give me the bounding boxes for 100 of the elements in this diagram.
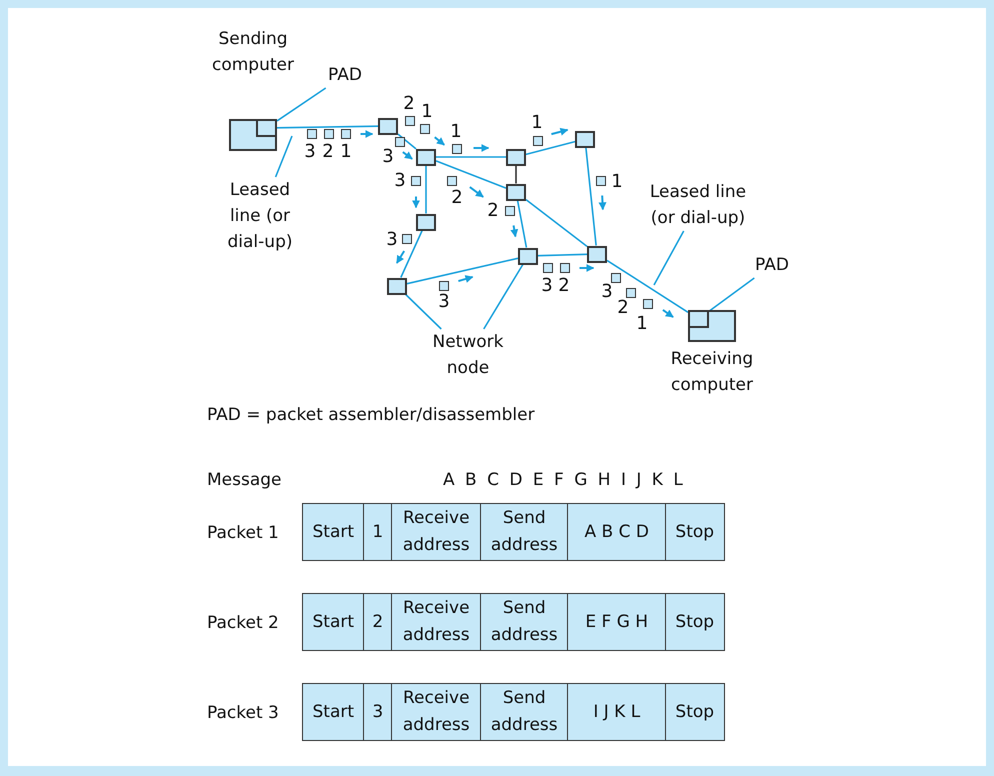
packet-number: 3 — [386, 231, 398, 249]
row-label: Packet 1 — [207, 522, 279, 545]
network-link — [406, 258, 518, 284]
caption-text: PAD = packet assembler/disassembler — [207, 404, 535, 427]
packet-field: Receive address — [391, 683, 482, 741]
packet-number: 2 — [451, 189, 463, 207]
packet-square — [439, 281, 449, 291]
packet-field: 3 — [363, 683, 392, 741]
packet-number: 1 — [636, 315, 648, 333]
packet-field: Send address — [480, 683, 568, 741]
packet-square — [596, 176, 606, 186]
network-node-box — [378, 118, 398, 134]
network-node-box — [416, 214, 436, 230]
packet-square — [643, 299, 653, 309]
network-link — [538, 254, 588, 256]
node-label: PAD — [755, 255, 789, 275]
packet-field: I J K L — [567, 683, 666, 741]
leader-line — [653, 230, 684, 286]
packet-square — [533, 136, 543, 146]
packet-field: Send address — [480, 503, 568, 561]
row-label: Packet 2 — [207, 612, 279, 635]
network-link — [515, 166, 517, 184]
network-link — [516, 200, 528, 248]
network-node-box — [506, 184, 526, 200]
network-link — [425, 166, 427, 214]
packet-field: Stop — [665, 593, 724, 651]
packet-square — [324, 129, 334, 139]
packet-square — [405, 116, 415, 126]
packet-number: 2 — [403, 95, 415, 113]
packet-square — [447, 176, 457, 186]
packet-square — [341, 129, 351, 139]
pad-box — [688, 310, 709, 328]
packet-square — [411, 176, 421, 186]
computer-label: Sending computer — [211, 28, 295, 77]
packet-field: Receive address — [391, 503, 482, 561]
packet-number: 3 — [601, 283, 613, 301]
packet-square — [626, 288, 636, 298]
packet-square — [505, 206, 515, 216]
network-link — [398, 134, 416, 150]
packet-field: Start — [302, 593, 364, 651]
network-link — [526, 199, 588, 247]
packet-field: Send address — [480, 593, 568, 651]
message-letters: A B C D E F G H I J K L — [443, 469, 683, 492]
packet-number: 3 — [541, 277, 553, 295]
row-label: Packet 3 — [207, 702, 279, 725]
packet-field: 2 — [363, 593, 392, 651]
packet-number: 2 — [617, 299, 629, 317]
pad-box — [256, 119, 277, 137]
leader-line — [483, 264, 524, 330]
network-node-box — [518, 248, 538, 264]
packet-square — [395, 137, 405, 147]
network-link — [606, 260, 688, 313]
network-node-box — [587, 246, 607, 262]
packet-square — [452, 144, 462, 154]
packet-number: 3 — [394, 172, 406, 190]
packet-number: 1 — [450, 123, 462, 141]
row-label: Message — [207, 469, 282, 492]
packet-number: 2 — [558, 277, 570, 295]
node-label: Network node — [432, 332, 504, 378]
packet-number: 1 — [340, 143, 352, 161]
packet-square — [611, 273, 621, 283]
leader-line — [405, 294, 442, 330]
network-link — [436, 160, 506, 189]
network-link — [526, 140, 576, 156]
packet-field: E F G H — [567, 593, 666, 651]
packet-field: Stop — [665, 503, 724, 561]
packet-number: 3 — [438, 293, 450, 311]
packet-field: A B C D — [567, 503, 666, 561]
leader-line — [276, 87, 326, 122]
packet-number: 1 — [421, 103, 433, 121]
network-node-box — [416, 148, 436, 166]
network-link — [400, 230, 423, 278]
packet-number: 3 — [304, 143, 316, 161]
packet-square — [307, 129, 317, 139]
node-label: Leased line (or dial-up) — [228, 180, 292, 252]
packet-number: 2 — [322, 143, 334, 161]
packet-field: Receive address — [391, 593, 482, 651]
network-node-box — [575, 130, 595, 148]
node-label: PAD — [328, 65, 362, 85]
network-node-box — [387, 278, 407, 294]
packet-number: 1 — [531, 114, 543, 132]
packet-field: 1 — [363, 503, 392, 561]
network-link — [276, 125, 378, 129]
packet-number: 3 — [382, 148, 394, 166]
packet-number: 1 — [611, 173, 623, 191]
packet-square — [560, 263, 570, 273]
packet-square — [402, 234, 412, 244]
leader-line — [274, 136, 293, 178]
node-label: Leased line (or dial-up) — [650, 182, 746, 228]
network-link — [436, 156, 506, 158]
packet-field: Stop — [665, 683, 724, 741]
network-link — [585, 147, 597, 246]
packet-field: Start — [302, 503, 364, 561]
packet-square — [420, 124, 430, 134]
packet-square — [543, 263, 553, 273]
leader-line — [708, 277, 755, 312]
computer-label: Receiving computer — [670, 348, 754, 397]
network-node-box — [506, 148, 526, 166]
packet-field: Start — [302, 683, 364, 741]
packet-number: 2 — [487, 202, 499, 220]
